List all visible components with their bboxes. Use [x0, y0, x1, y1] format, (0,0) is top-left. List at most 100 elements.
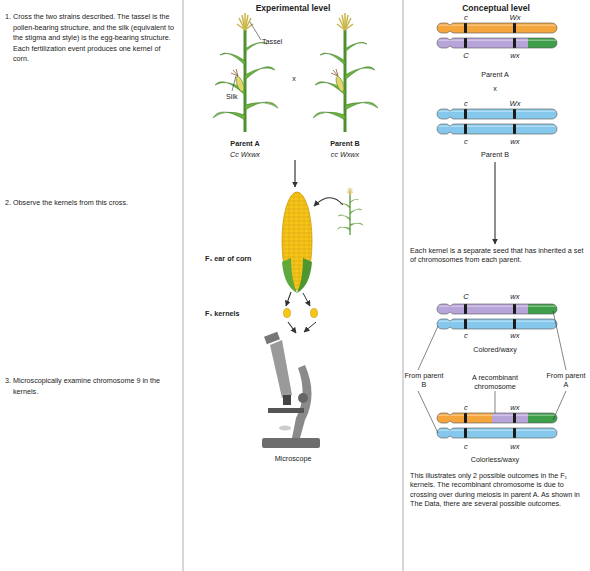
column-heading: Conceptual level	[416, 3, 576, 14]
ear-group: F₁ ear of corn	[200, 188, 318, 292]
corn-plant	[337, 187, 363, 235]
microscope-mirror	[279, 426, 291, 431]
corn-leaf	[350, 223, 363, 226]
gene-band	[464, 37, 467, 49]
parent-label: Parent A	[215, 139, 275, 148]
allele-label: wx	[505, 403, 525, 413]
tassel-spike	[347, 192, 350, 194]
chromosome-highlight	[437, 40, 557, 42]
leader-line	[232, 76, 236, 91]
microscope-base	[262, 438, 320, 448]
leader-line	[495, 391, 496, 413]
kernel-row	[280, 289, 314, 290]
allele-label: wx	[505, 292, 525, 302]
phenotype-label: Colored/waxy	[455, 345, 535, 354]
allele-label: C	[456, 51, 476, 61]
chromosome-segment	[437, 412, 492, 424]
callout-label: From parent A	[546, 371, 586, 390]
chromosome-highlight	[437, 111, 557, 113]
chromosome-segment	[437, 108, 557, 120]
leader-line	[553, 311, 566, 370]
gene-band	[464, 123, 467, 135]
microscope-tube	[270, 340, 292, 398]
parent-label: Parent B	[315, 139, 375, 148]
tassel-spike	[350, 192, 353, 194]
microscope-drawing	[262, 332, 320, 448]
kernel-texture	[280, 190, 314, 292]
allele-label: c	[456, 137, 476, 147]
gene-band	[513, 427, 516, 439]
chromosome-segment	[528, 37, 557, 49]
kernel-column	[299, 190, 300, 292]
flow-arrow	[288, 322, 296, 333]
chromosome-highlight	[437, 430, 557, 432]
chromosome	[437, 123, 557, 135]
leader-line	[553, 391, 566, 420]
figure-label: Microscope	[253, 454, 333, 463]
column-rule	[403, 0, 404, 571]
corn-leaf	[350, 199, 359, 203]
corn-leaf	[337, 227, 350, 230]
chromosome-outline	[437, 109, 557, 119]
corn-leaf	[245, 67, 275, 80]
allele-label: wx	[505, 51, 525, 61]
kernel-row	[280, 285, 314, 286]
pollen-arrow	[314, 198, 343, 206]
allele-label: c	[456, 99, 476, 109]
genotype-label: Cc Wxwx	[215, 150, 275, 159]
microscope-eyepiece	[264, 332, 280, 344]
chromosome	[437, 318, 557, 330]
allele-label: c	[456, 442, 476, 452]
allele-label: c	[456, 13, 476, 23]
step-column: 1. Cross the two strains described. The …	[0, 0, 183, 571]
corn-leaf	[320, 53, 345, 65]
kernel-row	[280, 205, 314, 206]
column-heading: Experimental level	[213, 3, 373, 14]
parent-chromosomes: Parent B	[430, 96, 560, 162]
column-rule	[183, 0, 184, 571]
chromosome-highlight	[437, 126, 557, 128]
chromosome-segment	[528, 412, 557, 424]
chromosome	[437, 22, 557, 34]
gene-band	[464, 303, 467, 315]
chromosome	[437, 108, 557, 120]
step-text: 3. Microscopically examine chromosome 9 …	[5, 376, 178, 397]
kernel-row	[280, 197, 314, 198]
corn-leaf	[338, 215, 350, 220]
corn-leaf	[220, 53, 245, 65]
silk-strand	[331, 73, 338, 76]
microscope-knob	[298, 393, 308, 403]
chromosome-outline	[437, 319, 557, 329]
chromosome	[437, 37, 557, 49]
allele-label: C	[456, 292, 476, 302]
figure-label: Parent B	[455, 150, 535, 159]
gene-band	[513, 412, 516, 424]
allele-label: c	[456, 331, 476, 341]
kernel-row	[280, 209, 314, 210]
gene-band	[513, 123, 516, 135]
gene-band	[464, 22, 467, 34]
cross-symbol: x	[284, 74, 304, 83]
note-text: This illustrates only 2 possible outcome…	[410, 471, 586, 508]
flow-arrow	[494, 162, 495, 244]
chromosome-segment	[437, 37, 528, 49]
phenotype-label: Colorless/waxy	[455, 455, 535, 464]
corn-leaf	[345, 67, 375, 80]
chromosome-outline	[437, 23, 557, 33]
chromosome-highlight	[437, 415, 557, 417]
callout-label: From parent B	[404, 371, 444, 390]
flow-arrow	[303, 293, 310, 306]
allele-label: c	[456, 403, 476, 413]
callout-label: A recombinant chromosome	[464, 373, 526, 392]
gene-band	[513, 108, 516, 120]
parent-label: Parent A	[465, 70, 525, 79]
kernel-column	[294, 190, 295, 292]
leader-line	[418, 326, 438, 370]
chromosome-segment	[437, 123, 557, 135]
leader-line	[418, 391, 438, 433]
gene-band	[464, 412, 467, 424]
gene-band	[464, 108, 467, 120]
note-text: Each kernel is a separate seed that has …	[410, 246, 586, 265]
corn-kernel	[311, 309, 318, 318]
chromosome	[437, 303, 557, 315]
